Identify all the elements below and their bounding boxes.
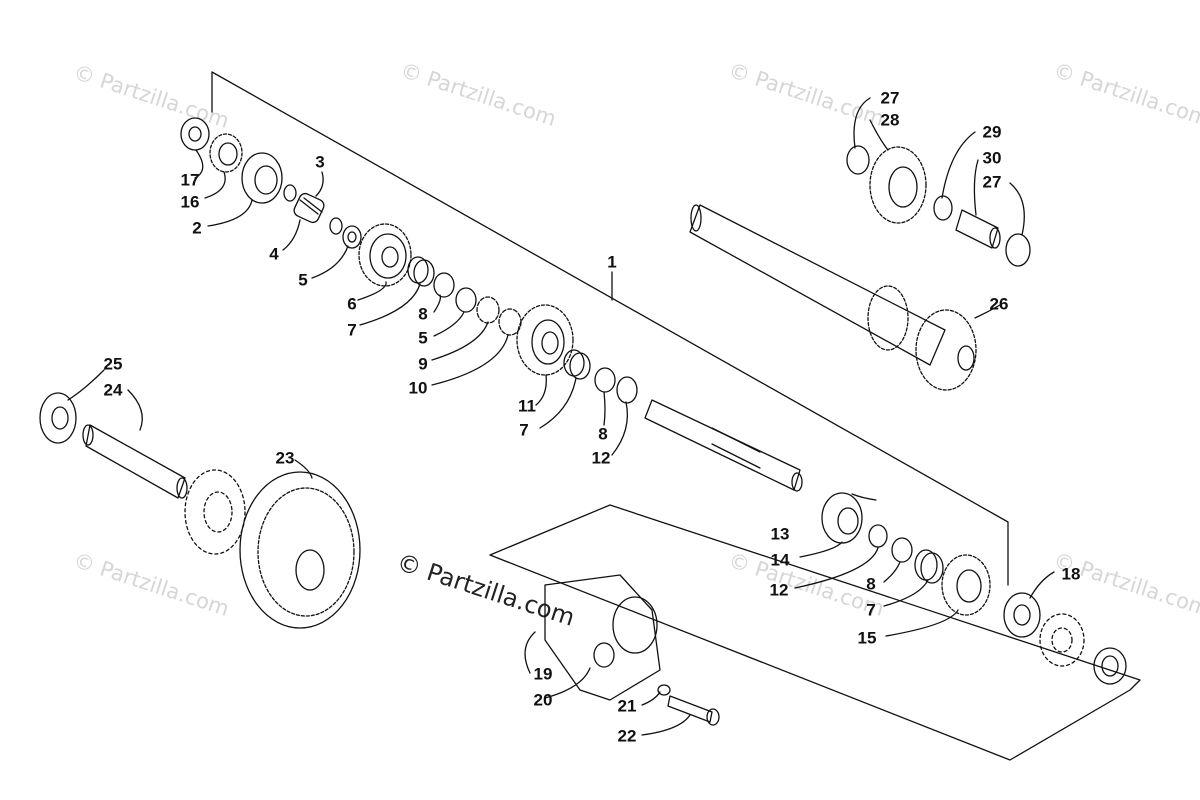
washer-12b <box>868 524 888 548</box>
callout-18: 18 <box>1061 564 1081 584</box>
sleeve-8b <box>594 367 616 393</box>
washer-17 <box>180 117 210 151</box>
washer-12 <box>616 376 638 404</box>
bearing-25 <box>39 392 77 444</box>
callout-17: 17 <box>180 170 200 190</box>
callout-27: 27 <box>880 88 900 108</box>
gear-6 <box>358 223 412 287</box>
callout-26: 26 <box>989 294 1009 314</box>
gear-11 <box>516 304 574 376</box>
needle-bearing-4 <box>293 192 325 224</box>
callout-25: 25 <box>103 354 123 374</box>
callout-30: 30 <box>982 148 1002 168</box>
assembly-bracket <box>211 71 1009 586</box>
callout-16: 16 <box>180 192 200 212</box>
callout-4: 4 <box>269 244 279 264</box>
callout-10: 10 <box>408 378 428 398</box>
shaft-24 <box>82 424 188 499</box>
washer-27 <box>846 145 870 175</box>
callout-8b: 8 <box>598 424 608 444</box>
callout-23: 23 <box>275 448 295 468</box>
callout-29: 29 <box>982 122 1002 142</box>
sleeve-30 <box>955 209 1001 249</box>
leader-lines <box>67 97 1055 736</box>
callout-27b: 27 <box>982 172 1002 192</box>
callout-8: 8 <box>418 304 428 324</box>
washer-18 <box>1003 592 1041 638</box>
callout-14: 14 <box>770 550 790 570</box>
bearing-large <box>184 469 246 555</box>
callout-28: 28 <box>880 110 900 130</box>
bolt-22 <box>667 695 720 726</box>
callout-5b: 5 <box>418 328 428 348</box>
callout-19: 19 <box>533 664 553 684</box>
callout-21: 21 <box>617 696 637 716</box>
sleeve-8 <box>433 272 455 298</box>
callout-7: 7 <box>347 320 357 340</box>
washer-27b <box>1005 233 1031 267</box>
ball-bearing <box>1039 613 1085 667</box>
callout-7b: 7 <box>519 420 529 440</box>
washer-5 <box>455 287 477 313</box>
hub-14 <box>821 492 863 544</box>
needle-bearing-7c <box>914 549 944 584</box>
callout-2: 2 <box>192 218 202 238</box>
callout-15: 15 <box>857 628 877 648</box>
callout-11: 11 <box>518 396 536 416</box>
callout-24: 24 <box>103 380 123 400</box>
washer-3 <box>283 184 297 202</box>
callout-12b: 12 <box>769 580 789 600</box>
callout-12: 12 <box>591 448 611 468</box>
housing-19 <box>544 574 661 701</box>
callout-1: 1 <box>607 252 617 272</box>
callout-22: 22 <box>617 726 637 746</box>
callout-7c: 7 <box>866 600 876 620</box>
gear-16 <box>209 133 243 173</box>
callout-13: 13 <box>770 524 790 544</box>
washer-9 <box>476 296 500 324</box>
callout-20: 20 <box>533 690 553 710</box>
callout-5: 5 <box>298 270 308 290</box>
hub-2 <box>241 152 283 204</box>
needle-bearing-7b <box>563 349 591 380</box>
callout-8c: 8 <box>866 574 876 594</box>
callout-9: 9 <box>418 354 428 374</box>
assembly-bracket-lower <box>489 504 1141 761</box>
needle-bearing-7 <box>407 256 435 287</box>
oil-seal <box>1093 647 1127 685</box>
sleeve-8c <box>891 537 913 563</box>
gear-28 <box>869 146 927 224</box>
spacer-5 <box>342 225 362 249</box>
gear-23 <box>239 471 361 629</box>
o-ring-21 <box>657 684 671 696</box>
washer-3b <box>329 217 343 235</box>
gear-15 <box>941 554 991 616</box>
callout-3: 3 <box>315 152 325 172</box>
callout-6: 6 <box>347 294 357 314</box>
shaft-13 <box>644 399 803 492</box>
bushing-29 <box>933 195 953 221</box>
countershaft-26 <box>689 204 977 391</box>
